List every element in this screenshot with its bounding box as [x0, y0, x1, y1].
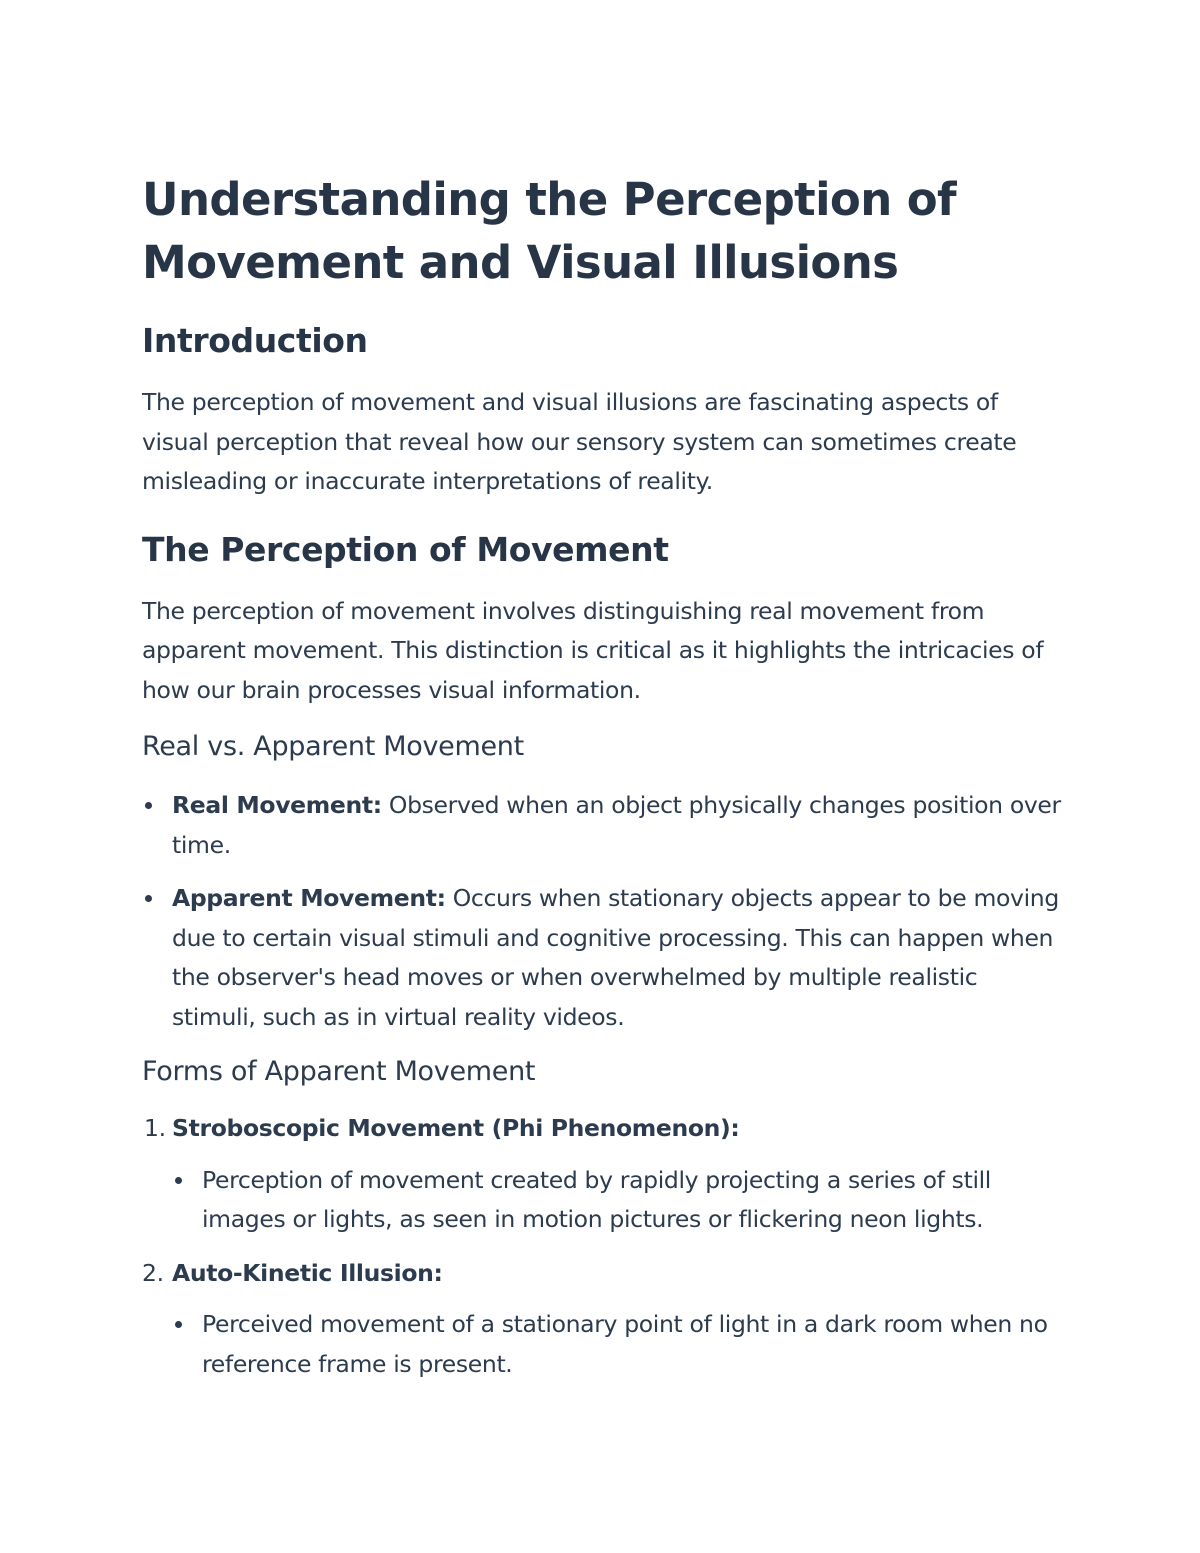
detail-auto-kinetic: Perceived movement of a stationary point…: [172, 1305, 1062, 1384]
description-real-movement: Observed when an object physically chang…: [172, 791, 1061, 859]
list-item-apparent-movement: Apparent Movement: Occurs when stationar…: [142, 879, 1062, 1037]
numbered-item-stroboscopic: 1. Stroboscopic Movement (Phi Phenomenon…: [142, 1109, 1062, 1240]
numbered-item-auto-kinetic: 2. Auto-Kinetic Illusion: Perceived move…: [142, 1254, 1062, 1385]
perception-of-movement-paragraph: The perception of movement involves dist…: [142, 596, 1044, 704]
perception-of-movement-heading: The Perception of Movement: [142, 529, 669, 569]
document-title: Understanding the Perception of Movement…: [142, 173, 957, 289]
introduction-heading: Introduction: [142, 321, 368, 360]
list-number: 2.: [142, 1258, 164, 1287]
forms-numbered-list: 1. Stroboscopic Movement (Phi Phenomenon…: [142, 1109, 1062, 1384]
term-auto-kinetic-illusion: Auto-Kinetic Illusion:: [172, 1258, 443, 1287]
introduction-paragraph: The perception of movement and visual il…: [142, 388, 1017, 495]
stroboscopic-details-list: Perception of movement created by rapidl…: [172, 1161, 1062, 1240]
auto-kinetic-details-list: Perceived movement of a stationary point…: [172, 1305, 1062, 1384]
real-vs-apparent-heading: Real vs. Apparent Movement: [142, 731, 524, 762]
term-stroboscopic-movement: Stroboscopic Movement (Phi Phenomenon):: [172, 1114, 740, 1142]
term-real-movement: Real Movement:: [172, 791, 382, 819]
detail-stroboscopic: Perception of movement created by rapidl…: [172, 1161, 1062, 1240]
description-apparent-movement: Occurs when stationary objects appear to…: [172, 884, 1059, 1031]
movement-types-list: Real Movement: Observed when an object p…: [142, 786, 1062, 1037]
term-apparent-movement: Apparent Movement:: [172, 884, 446, 912]
list-number: 1.: [144, 1114, 166, 1142]
document-page: Understanding the Perception of Movement…: [142, 168, 1062, 1384]
forms-of-apparent-movement-heading: Forms of Apparent Movement: [142, 1056, 536, 1087]
list-item-real-movement: Real Movement: Observed when an object p…: [142, 786, 1062, 865]
